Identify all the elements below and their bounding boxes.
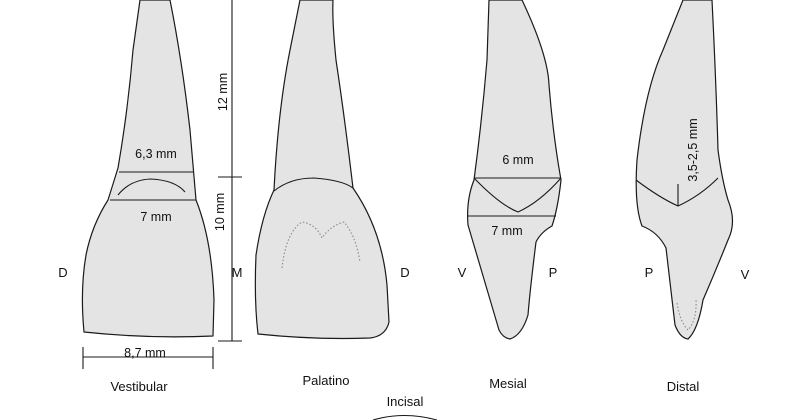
side-vest-left: D	[58, 265, 67, 280]
cej-curve-label: 3,5-2,5 mm	[686, 118, 700, 181]
caption-vestibular: Vestibular	[110, 379, 168, 394]
distal-tooth-outline	[635, 0, 734, 340]
palatino-view	[254, 0, 390, 340]
crown-md-label: 8,7 mm	[124, 346, 166, 360]
mesial-cej-curve	[473, 177, 562, 213]
crown-vp-label: 7 mm	[491, 224, 522, 238]
caption-incisal: Incisal	[387, 394, 424, 409]
side-pal-right: D	[400, 265, 409, 280]
caption-palatino: Palatino	[303, 373, 350, 388]
palatino-tooth-outline	[254, 0, 390, 340]
cervical-vp-label: 6 mm	[502, 153, 533, 167]
mesial-tooth-outline	[467, 0, 562, 340]
contact-md-label: 7 mm	[140, 210, 171, 224]
side-mes-right: P	[549, 265, 558, 280]
vestibular-view: 6,3 mm 7 mm	[81, 0, 215, 338]
palatino-cingulum-dotted	[281, 221, 361, 269]
side-vest-right: M	[232, 265, 243, 280]
vertical-dimension: 12 mm 10 mm	[213, 0, 242, 342]
caption-distal: Distal	[667, 379, 700, 394]
root-length-label: 12 mm	[216, 73, 230, 111]
side-dist-left: P	[645, 265, 654, 280]
side-mes-left: V	[458, 265, 467, 280]
caption-mesial: Mesial	[489, 376, 527, 391]
cervical-md-label: 6,3 mm	[135, 147, 177, 161]
crown-length-label: 10 mm	[213, 193, 227, 231]
side-dist-right: V	[741, 267, 750, 282]
horizontal-dimension: 8,7 mm	[82, 346, 214, 369]
incisal-outline-top	[372, 415, 438, 420]
vestibular-tooth-outline	[81, 0, 215, 338]
distal-view: 3,5-2,5 mm	[635, 0, 734, 340]
vestibular-cej-curve	[117, 178, 186, 196]
mesial-view: 6 mm 7 mm	[467, 0, 562, 340]
palatino-cej-curve	[273, 177, 354, 192]
